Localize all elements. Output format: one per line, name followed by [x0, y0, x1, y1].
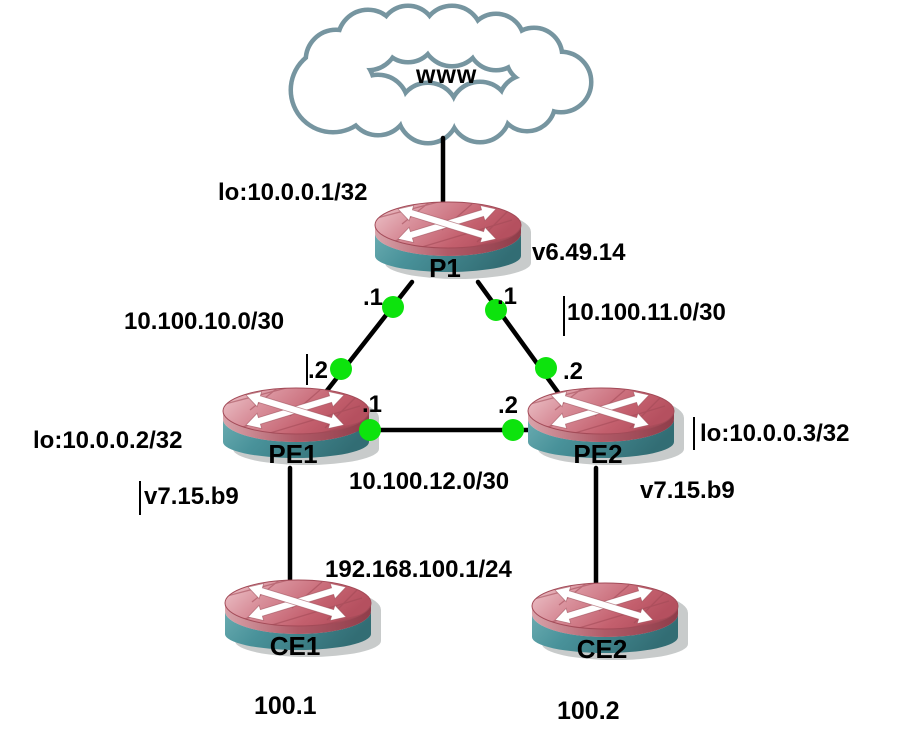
- p1-loopback-label: lo:10.0.0.1/32: [218, 179, 368, 206]
- ce2-address-label: 100.2: [557, 697, 620, 725]
- interface-dot-pe2-top: [535, 357, 557, 379]
- pe2-version-label: v7.15.b9: [640, 477, 735, 504]
- node-label-pe2: PE2: [573, 439, 623, 469]
- network-label-p1-pe1: 10.100.10.0/30: [124, 308, 285, 335]
- if-label-pe2-to-pe1: .2: [498, 392, 519, 419]
- ce1-address-label: 100.1: [254, 692, 317, 720]
- text-cursor: [306, 354, 308, 385]
- node-label-pe1: PE1: [268, 439, 318, 469]
- interface-dot-pe1-right: [359, 419, 381, 441]
- text-cursor: [563, 296, 565, 336]
- node-label-ce1: CE1: [269, 631, 321, 661]
- interface-dot-pe2-left: [502, 419, 524, 441]
- interface-dot-p1-right: [485, 299, 507, 321]
- link-p1-pe2: [475, 279, 568, 405]
- if-label-pe1-to-pe2: .1: [362, 391, 383, 418]
- p1-version-label: v6.49.14: [532, 239, 626, 266]
- text-cursor: [139, 481, 141, 515]
- if-label-pe1-to-p1: .2: [308, 357, 329, 384]
- network-label-p1-pe2: 10.100.11.0/30: [567, 299, 726, 326]
- interface-dot-pe1-top: [330, 358, 352, 380]
- interface-dot-p1-left: [382, 296, 404, 318]
- network-label-lan: 192.168.100.1/24: [325, 556, 512, 583]
- if-label-pe2-to-p1: .2: [563, 358, 584, 385]
- pe1-loopback-label: lo:10.0.0.2/32: [33, 427, 183, 454]
- node-label-ce2: CE2: [576, 634, 628, 664]
- if-label-p1-to-pe2: .1: [497, 283, 518, 310]
- pe1-version-label: v7.15.b9: [144, 483, 239, 510]
- pe2-loopback-label: lo:10.0.0.3/32: [700, 420, 850, 447]
- node-label-p1: P1: [429, 253, 461, 283]
- text-cursor: [693, 417, 695, 450]
- if-label-p1-to-pe1: .1: [363, 284, 384, 311]
- cloud-label: www: [416, 61, 478, 89]
- network-label-pe1-pe2: 10.100.12.0/30: [349, 468, 510, 495]
